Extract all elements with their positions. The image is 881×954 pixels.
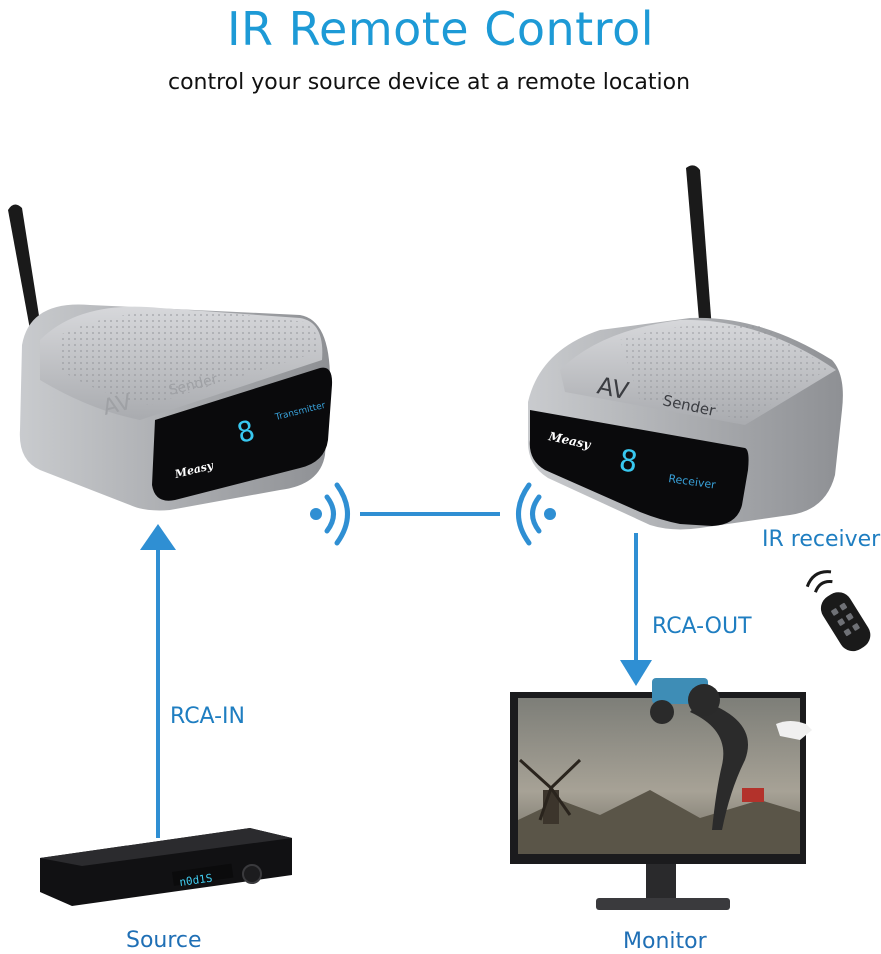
antenna-right-icon xyxy=(686,165,712,332)
rca-out-arrow xyxy=(620,533,652,686)
page-title: IR Remote Control xyxy=(226,2,655,56)
av-sender-transmitter: AV Sender 8 Transmitter Measy xyxy=(8,204,333,511)
dvd-player-icon: n0d1S xyxy=(40,828,292,906)
wireless-signal-left-icon xyxy=(310,482,350,546)
tractor-icon xyxy=(650,678,720,724)
remote-control-icon xyxy=(805,570,871,652)
rca-in-arrow xyxy=(140,524,176,838)
rca-in-label: RCA-IN xyxy=(170,704,246,729)
monitor-icon xyxy=(510,678,812,910)
av-sender-receiver: AV Sender 8 Receiver Measy xyxy=(527,165,843,530)
wireless-link xyxy=(310,482,556,546)
monitor-label: Monitor xyxy=(623,929,707,954)
sender-left-front-panel xyxy=(152,367,333,501)
rca-out-label: RCA-OUT xyxy=(652,614,752,639)
source-label: Source xyxy=(126,928,202,953)
sender-right-display: 8 xyxy=(617,443,640,480)
page-subtitle: control your source device at a remote l… xyxy=(167,70,691,95)
sender-right-front-panel xyxy=(529,410,749,526)
ir-receiver-label: IR receiver xyxy=(762,527,881,552)
wireless-signal-right-icon xyxy=(516,482,556,546)
sender-right-model: AV xyxy=(595,371,632,405)
dvd-display: n0d1S xyxy=(179,871,214,888)
